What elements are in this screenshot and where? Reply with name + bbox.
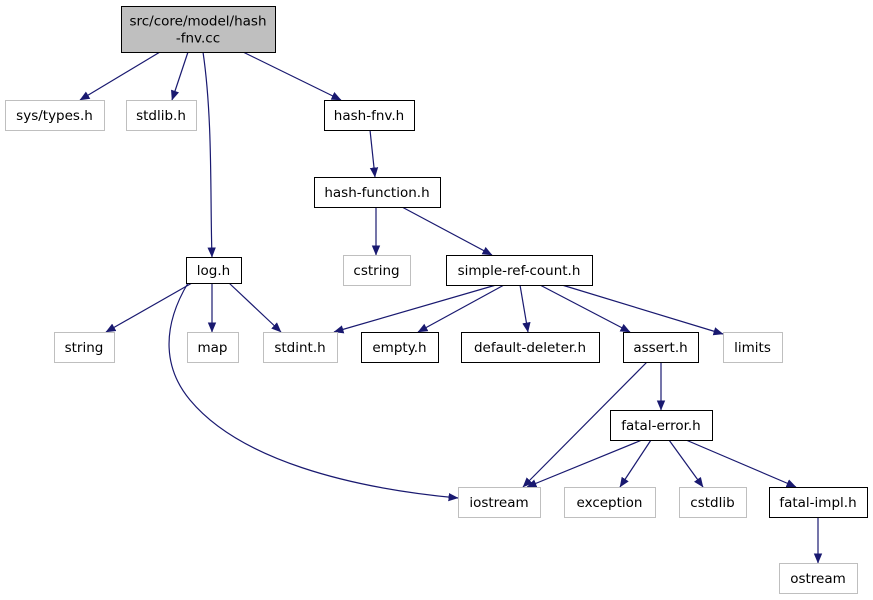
node-ostream-label: ostream [790,571,846,587]
node-fatal-error-label: fatal-error.h [621,418,701,434]
node-fatal-impl[interactable]: fatal-impl.h [769,487,868,518]
node-iostream-label: iostream [469,495,528,511]
node-default-deleter-label: default-deleter.h [474,340,586,356]
node-simple-ref-count[interactable]: simple-ref-count.h [446,255,593,286]
edge-log-to-iostream [168,282,459,502]
node-stdint-box [263,332,338,363]
node-stdint[interactable]: stdint.h [263,332,338,363]
node-map-label: map [198,340,228,356]
node-fatal-impl-label: fatal-impl.h [779,495,856,511]
node-map-box [187,332,239,363]
node-simple-ref-count-box [446,255,593,286]
edge-root-to-log [202,51,216,258]
node-hash-function-label: hash-function.h [324,185,429,201]
node-iostream[interactable]: iostream [458,487,541,518]
node-stdlib-box [126,100,197,131]
edge-simple-ref-count-to-stdint [333,284,497,334]
node-stdlib[interactable]: stdlib.h [126,100,197,131]
node-stdlib-label: stdlib.h [136,108,186,124]
node-string[interactable]: string [54,332,115,363]
edge-simple-ref-count-to-limits [561,284,724,336]
edge-fatal-error-to-fatal-impl [685,439,797,488]
edge-fatal-error-to-exception [619,439,652,488]
node-cstring-label: cstring [353,263,399,279]
node-exception-label: exception [577,495,643,511]
node-limits[interactable]: limits [723,332,783,363]
node-log[interactable]: log.h [186,257,242,284]
node-stdint-label: stdint.h [274,340,325,356]
node-limits-label: limits [734,340,771,356]
node-root[interactable]: src/core/model/hash-fnv.cc [121,6,276,53]
node-cstdlib-label: cstdlib [690,495,734,511]
edge-fatal-error-to-iostream [526,439,643,488]
node-ostream[interactable]: ostream [779,563,858,594]
node-log-label: log.h [197,263,230,279]
node-cstdlib[interactable]: cstdlib [679,487,747,518]
edge-simple-ref-count-to-assert [539,284,631,333]
node-exception-box [564,487,656,518]
node-assert-box [623,332,699,363]
node-fatal-error-box [610,410,713,441]
node-default-deleter[interactable]: default-deleter.h [461,332,600,363]
node-hash-function[interactable]: hash-function.h [314,177,441,208]
node-iostream-box [458,487,541,518]
node-fatal-error[interactable]: fatal-error.h [610,410,713,441]
nodes: src/core/model/hash-fnv.cc sys/types.h std… [5,6,868,594]
node-cstring-box [343,255,411,286]
node-sys-types-label: sys/types.h [16,108,93,124]
node-empty-box [361,332,439,363]
node-hash-fnv[interactable]: hash-fnv.h [324,100,415,131]
node-assert[interactable]: assert.h [623,332,699,363]
node-assert-label: assert.h [633,340,687,356]
edge-hash-function-to-simple-ref-count [401,206,493,256]
node-hash-fnv-label: hash-fnv.h [334,108,404,124]
edge-simple-ref-count-to-default-deleter [519,284,531,333]
node-log-box [186,257,242,284]
edge-log-to-stdint [228,282,282,333]
edge-log-to-string [105,282,193,333]
edge-hash-fnv-to-hash-function [369,129,379,178]
node-exception[interactable]: exception [564,487,656,518]
node-hash-function-box [314,177,441,208]
edge-root-to-hash-fnv [242,51,342,101]
node-root-label: -fnv.cc [176,31,220,47]
node-default-deleter-box [461,332,600,363]
node-map[interactable]: map [187,332,239,363]
node-limits-box [723,332,783,363]
edge-assert-to-iostream [522,361,648,488]
node-sys-types[interactable]: sys/types.h [5,100,105,131]
node-cstring[interactable]: cstring [343,255,411,286]
node-ostream-box [779,563,858,594]
node-empty-label: empty.h [372,340,426,356]
edge-fatal-error-to-cstdlib [668,439,704,488]
node-fatal-impl-box [769,487,868,518]
node-empty[interactable]: empty.h [361,332,439,363]
node-string-box [54,332,115,363]
edges [79,51,823,564]
edge-root-to-stdlib [171,51,189,101]
edge-simple-ref-count-to-empty [417,284,505,333]
edge-root-to-sys-types [79,51,161,101]
node-sys-types-box [5,100,105,131]
node-root-box [121,6,276,53]
node-simple-ref-count-label: simple-ref-count.h [458,263,581,279]
node-root-label: src/core/model/hash [129,14,266,30]
node-cstdlib-box [679,487,747,518]
node-hash-fnv-box [324,100,415,131]
node-string-label: string [65,340,104,356]
